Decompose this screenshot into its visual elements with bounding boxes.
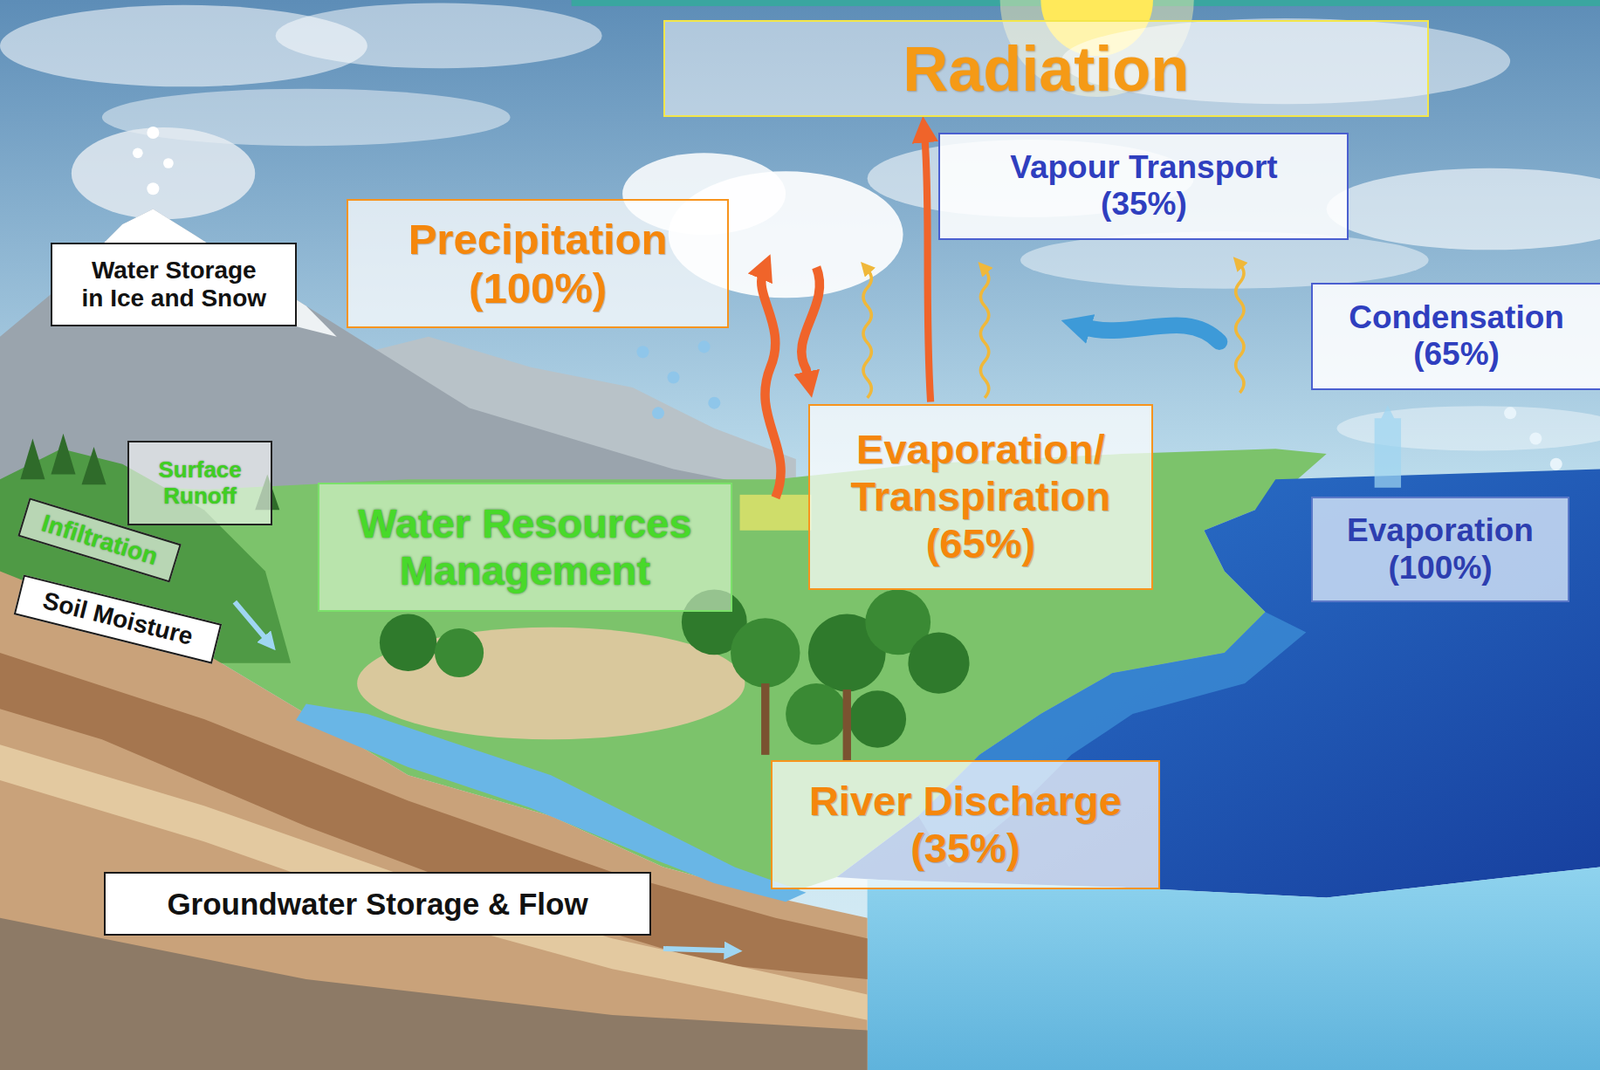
node-label: Radiation	[902, 33, 1189, 106]
node-label: Water Storage in Ice and Snow	[78, 256, 269, 313]
node-label: Precipitation	[408, 214, 668, 264]
percentage-label: (35%)	[910, 824, 1020, 873]
process-box: Surface Runoff	[127, 440, 273, 526]
tree	[82, 446, 107, 485]
radiation-wave	[1236, 264, 1244, 393]
process-box: Condensation(65%)	[1311, 282, 1600, 391]
tree	[785, 683, 847, 745]
vapour-bubble	[1503, 406, 1517, 419]
rain-drop	[652, 406, 665, 419]
vapour-bubble	[1529, 432, 1542, 446]
process-box: Precipitation(100%)	[346, 199, 728, 329]
tree	[50, 433, 76, 475]
node-label: Condensation	[1348, 299, 1565, 337]
vapour-arrow	[1081, 325, 1220, 343]
percentage-label: (65%)	[1413, 336, 1500, 374]
rain-drop	[707, 397, 721, 410]
percentage-label: (100%)	[468, 263, 607, 313]
percentage-label: (35%)	[1100, 185, 1188, 224]
storage-box: Groundwater Storage & Flow	[103, 872, 652, 935]
storage-box: Soil Moisture	[13, 575, 221, 665]
vapour-bubble	[1550, 458, 1563, 471]
cloud	[71, 127, 255, 220]
snowflake	[163, 157, 174, 169]
condensation-arrow	[1374, 418, 1401, 488]
process-box: Vapour Transport(35%)	[938, 132, 1349, 241]
snowflake	[146, 182, 159, 195]
evaporation-arrow	[761, 271, 781, 498]
precipitation-arrow	[801, 267, 820, 380]
cloud	[275, 3, 603, 69]
tree	[907, 632, 969, 694]
tree	[379, 614, 437, 672]
radiation-wave	[980, 269, 989, 399]
cloud	[1020, 231, 1429, 289]
tree-trunk	[843, 689, 852, 762]
node-label: Groundwater Storage & Flow	[166, 886, 588, 922]
percentage-label: (100%)	[1387, 549, 1492, 588]
tree	[730, 618, 800, 687]
node-label: Water Resources Management	[336, 500, 713, 595]
process-box: Evaporation/ Transpiration(65%)	[808, 404, 1154, 591]
storage-box: Water Storage in Ice and Snow	[50, 242, 297, 327]
rain-drop	[698, 340, 711, 353]
field	[740, 494, 812, 531]
tree-trunk	[761, 683, 770, 756]
rain-drop	[667, 370, 680, 384]
percentage-label: (65%)	[926, 520, 1036, 568]
tree	[20, 439, 45, 481]
node-label: River Discharge	[809, 777, 1122, 825]
snowflake	[146, 126, 159, 139]
snowflake	[132, 147, 144, 158]
rain-drop	[636, 345, 649, 358]
tree	[849, 690, 907, 748]
management-box: Water Resources Management	[317, 482, 734, 612]
process-box: Evaporation(100%)	[1311, 496, 1570, 602]
radiation-wave	[863, 269, 872, 399]
infiltration-arrow	[234, 602, 268, 641]
sea-front	[867, 866, 1600, 1070]
radiation-arrow	[924, 134, 931, 402]
tree	[434, 628, 484, 678]
sea	[837, 469, 1600, 899]
node-label: Vapour Transport	[1009, 149, 1278, 187]
soil-section	[0, 570, 868, 1070]
groundwater-arrow	[663, 948, 730, 951]
cloud	[1326, 168, 1600, 250]
node-label: Evaporation/ Transpiration	[823, 425, 1138, 521]
title-box: Radiation	[663, 20, 1429, 117]
process-box: River Discharge(35%)	[770, 760, 1161, 890]
node-label: Surface Runoff	[147, 457, 253, 510]
node-label: Evaporation	[1346, 512, 1534, 550]
bedrock	[0, 918, 868, 1070]
node-label: Soil Moisture	[39, 587, 195, 653]
